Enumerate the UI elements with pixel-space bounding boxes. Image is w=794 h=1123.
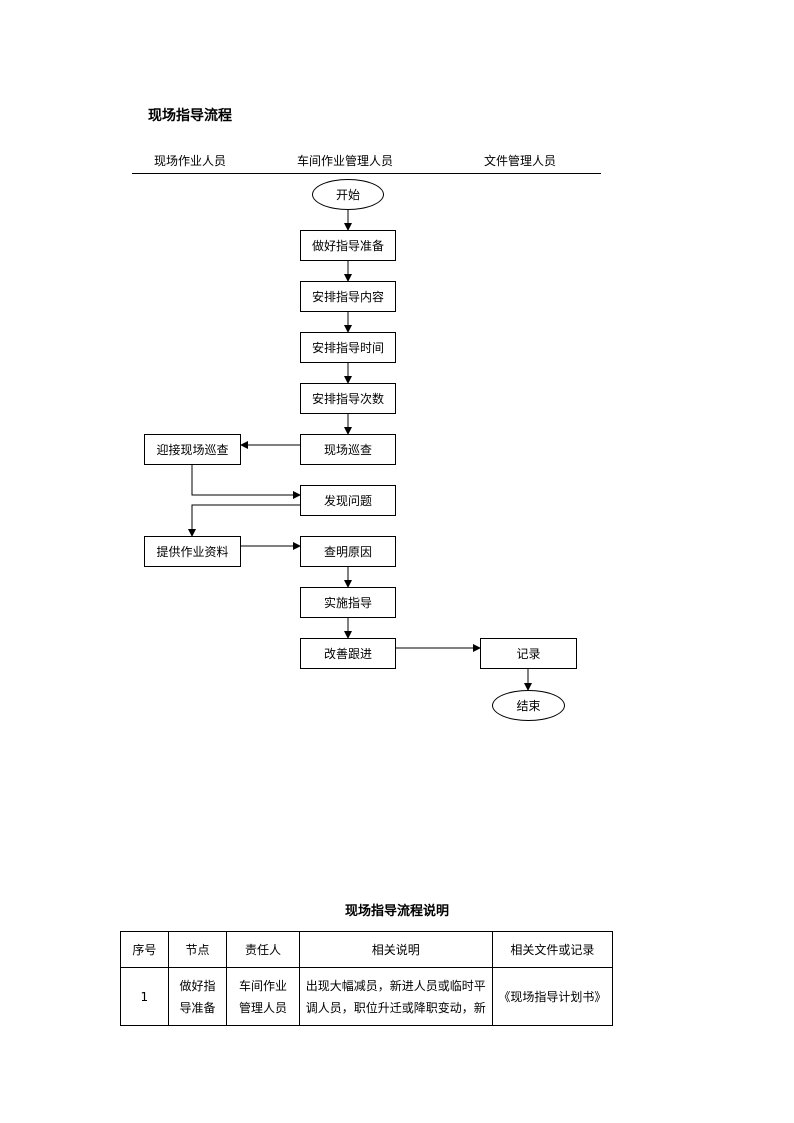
page-title: 现场指导流程 <box>148 108 232 124</box>
flow-node-implement: 实施指导 <box>300 587 396 618</box>
lane-header-document-managers: 文件管理人员 <box>484 154 557 168</box>
cell-explain: 出现大幅减员，新进人员或临时平 调人员，职位升迁或降职变动，新 <box>298 967 493 1026</box>
table-header-row: 序号 节点 责任人 相关说明 相关文件或记录 <box>120 931 614 968</box>
arrow-problem-to-provide <box>188 504 300 537</box>
flow-node-arrange-time: 安排指导时间 <box>300 332 396 363</box>
table-row: 1 做好指 导准备 车间作业 管理人员 出现大幅减员，新进人员或临时平 调人员，… <box>120 967 614 1026</box>
cell-record: 《现场指导计划书》 <box>491 967 614 1026</box>
flow-node-find-problem: 发现问题 <box>300 485 396 516</box>
header-record: 相关文件或记录 <box>491 931 614 968</box>
header-no: 序号 <box>120 931 169 968</box>
flow-node-prepare: 做好指导准备 <box>300 230 396 261</box>
flow-node-arrange-count: 安排指导次数 <box>300 383 396 414</box>
cell-node-line1: 做好指 <box>179 978 216 993</box>
cell-no: 1 <box>120 967 169 1026</box>
lane-header-field-workers: 现场作业人员 <box>154 154 227 168</box>
lane-header-workshop-managers: 车间作业管理人员 <box>297 154 394 168</box>
lane-header-rule <box>132 173 601 174</box>
flow-node-improve: 改善跟进 <box>300 638 396 669</box>
flow-connectors <box>188 210 532 691</box>
header-explain: 相关说明 <box>298 931 493 968</box>
cell-owner: 车间作业 管理人员 <box>226 967 300 1026</box>
flow-node-find-cause: 查明原因 <box>300 536 396 567</box>
cell-explain-line2: 调人员，职位升迁或降职变动，新 <box>305 1000 486 1015</box>
cell-node: 做好指 导准备 <box>167 967 228 1026</box>
flow-node-record: 记录 <box>480 638 577 669</box>
cell-owner-line1: 车间作业 <box>239 978 288 993</box>
header-node: 节点 <box>167 931 228 968</box>
flow-node-provide-data: 提供作业资料 <box>144 536 241 567</box>
flow-node-inspect: 现场巡查 <box>300 434 396 465</box>
description-table: 序号 节点 责任人 相关说明 相关文件或记录 1 做好指 导准备 车间作业 管理… <box>120 931 614 1026</box>
flow-node-welcome-inspect: 迎接现场巡查 <box>144 434 241 465</box>
flow-node-arrange-content: 安排指导内容 <box>300 281 396 312</box>
flow-start-oval: 开始 <box>312 179 384 210</box>
flow-end-oval: 结束 <box>492 690 565 721</box>
cell-explain-line1: 出现大幅减员，新进人员或临时平 <box>305 978 486 993</box>
header-owner: 责任人 <box>226 931 300 968</box>
description-title: 现场指导流程说明 <box>344 904 449 919</box>
arrow-welcome-to-problem <box>191 465 301 499</box>
cell-owner-line2: 管理人员 <box>239 1000 288 1015</box>
cell-node-line2: 导准备 <box>179 1000 216 1015</box>
